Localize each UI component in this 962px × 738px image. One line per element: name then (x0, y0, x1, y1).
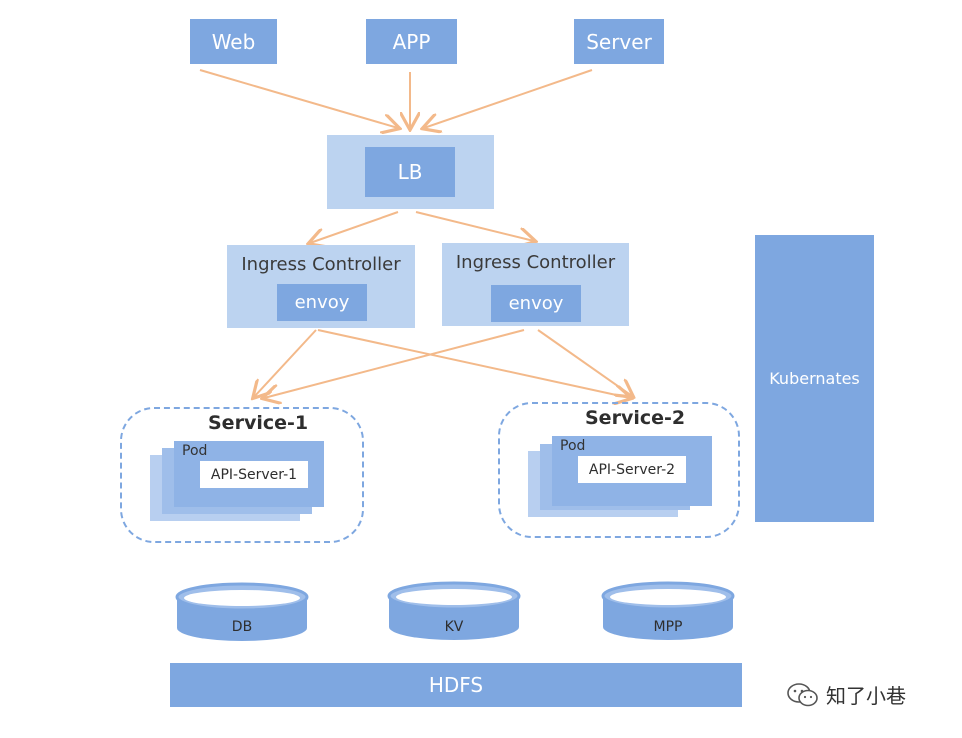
lb-box: LB (365, 147, 455, 197)
service-2-title: Service-2 (585, 407, 686, 429)
cylinder-db (175, 582, 309, 641)
storage-kv-label: KV (444, 619, 464, 635)
arrow-server-lb (424, 69, 593, 128)
client-web: Web (190, 19, 277, 64)
arrow-lb-ic2 (415, 211, 534, 241)
service-2-group (498, 402, 740, 538)
service-1-title: Service-1 (208, 412, 309, 434)
ingress-controller-title: Ingress Controller (455, 252, 616, 273)
pod-label: Pod (182, 443, 208, 459)
wechat-icon (787, 682, 818, 706)
hdfs-bar: HDFS (170, 663, 742, 707)
envoy-box: envoy (491, 285, 581, 322)
cylinder-kv (387, 581, 521, 640)
arrow-ic2-svc2 (537, 329, 632, 396)
ingress-controller-title: Ingress Controller (241, 254, 401, 275)
lb-container: LB (327, 135, 494, 209)
storage-mpp-label: MPP (653, 619, 683, 635)
client-app: APP (366, 19, 457, 64)
ingress-controller-1: Ingress Controller envoy (227, 245, 415, 328)
kubernetes-bar: Kubernates (755, 235, 874, 522)
ingress-controller-2: Ingress Controller envoy (442, 243, 629, 326)
arrow-web-lb (199, 69, 398, 128)
storage-db-label: DB (231, 619, 253, 635)
cylinder-mpp (601, 581, 735, 640)
arrow-ic2-svc1 (264, 329, 525, 398)
api-server-2: API-Server-2 (578, 456, 686, 483)
watermark-text: 知了小巷 (826, 684, 906, 708)
watermark: 知了小巷 (786, 680, 906, 709)
api-server-1: API-Server-1 (200, 461, 308, 488)
envoy-box: envoy (277, 284, 367, 321)
service-1-group (120, 407, 364, 543)
arrow-lb-ic1 (310, 211, 399, 243)
pod-label: Pod (560, 438, 586, 454)
arrow-ic1-svc2 (317, 329, 630, 398)
client-server: Server (574, 19, 664, 64)
